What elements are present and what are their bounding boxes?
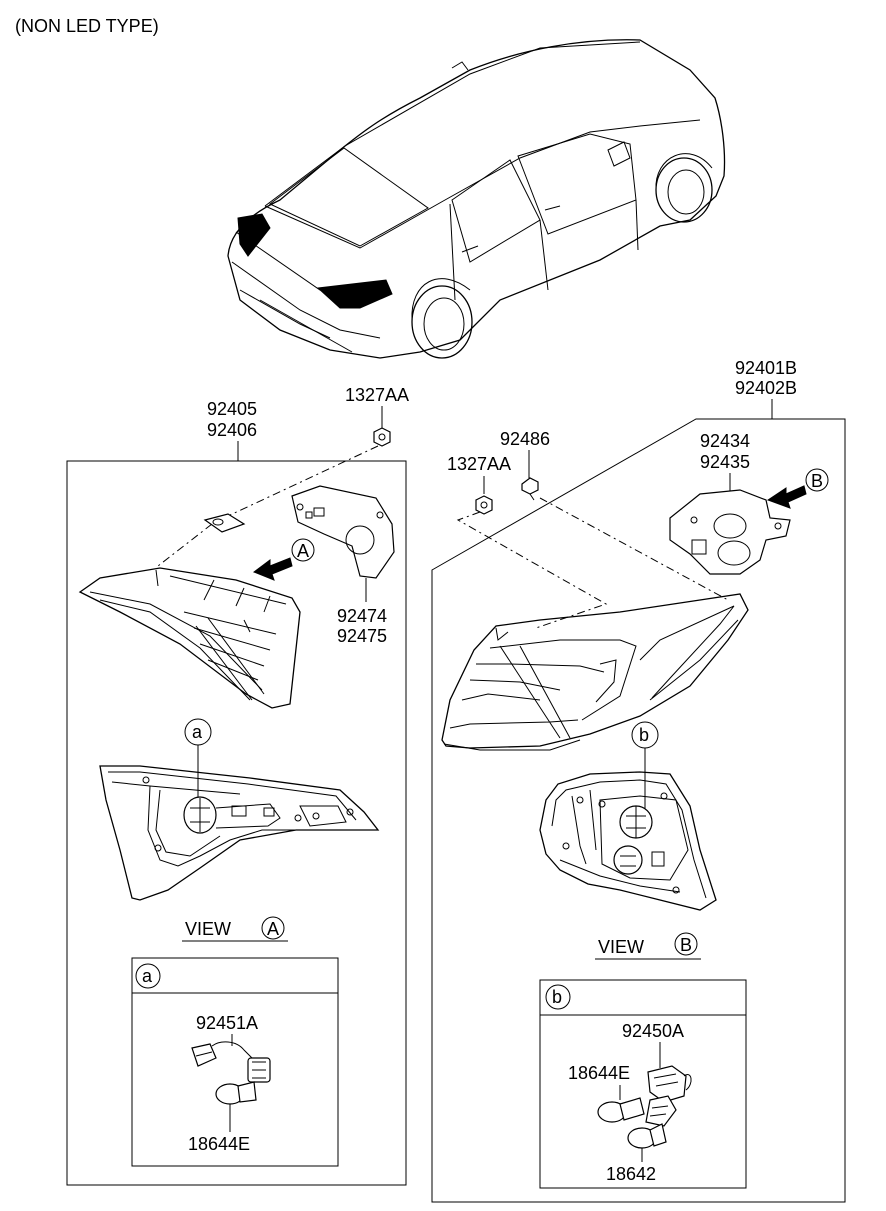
- left-detail-marker: a: [192, 722, 203, 742]
- right-assembly-frame: [431, 418, 846, 1203]
- left-view-marker: A: [267, 919, 279, 939]
- right-assembly-group: 92401B 92402B 92486 1327AA 92434 92435: [431, 358, 846, 1203]
- left-view-label: VIEW: [185, 919, 231, 939]
- right-bulb-2-icon: [627, 1123, 667, 1162]
- left-part-number-2: 92406: [207, 420, 257, 440]
- left-socket-icon: [191, 1041, 271, 1083]
- right-bulb-2-label: 18642: [606, 1164, 656, 1184]
- left-nut-icon: [373, 427, 391, 447]
- right-screw-icon: [521, 477, 539, 501]
- right-part-number-2: 92402B: [735, 378, 797, 398]
- right-detail-marker: b: [639, 725, 649, 745]
- left-gasket-icon: [291, 485, 395, 579]
- right-socket-icon: [645, 1065, 692, 1127]
- right-detail-box-marker-circle: [545, 984, 571, 1010]
- left-detail-box-marker-circle: [135, 963, 161, 989]
- right-bulb-1-label: 18644E: [568, 1063, 630, 1083]
- left-gasket-label-1: 92474: [337, 606, 387, 626]
- right-gasket-label-2: 92435: [700, 452, 750, 472]
- left-bulb-icon: [215, 1081, 257, 1132]
- left-lamp-back-view: [99, 765, 380, 901]
- left-assembly-group: 92405 92406 1327AA 92474 9: [66, 385, 409, 1186]
- diagram-title: (NON LED TYPE): [15, 16, 159, 36]
- left-inner-lamp-illustration: [78, 567, 301, 709]
- left-arrow-marker: A: [297, 541, 309, 561]
- left-detail-box-marker: a: [142, 966, 153, 986]
- left-arrow-marker-circle: [291, 538, 315, 562]
- left-bulb-label: 18644E: [188, 1134, 250, 1154]
- right-bulb-1-icon: [597, 1097, 645, 1123]
- right-view-marker-circle: [674, 932, 698, 956]
- right-arrow-marker-circle: [805, 468, 829, 492]
- right-nut-icon: [475, 495, 493, 515]
- right-nut-label: 1327AA: [447, 454, 511, 474]
- left-view-arrow-icon: [252, 557, 293, 581]
- right-gasket-label-1: 92434: [700, 431, 750, 451]
- left-detail-box: [131, 957, 339, 1167]
- car-illustration: [227, 39, 726, 359]
- left-view-marker-circle: [261, 916, 285, 940]
- left-part-number-1: 92405: [207, 399, 257, 419]
- left-gasket-label-2: 92475: [337, 626, 387, 646]
- right-view-label: VIEW: [598, 937, 644, 957]
- right-screw-label: 92486: [500, 429, 550, 449]
- right-detail-box-marker: b: [552, 987, 562, 1007]
- left-nut-label: 1327AA: [345, 385, 409, 405]
- left-assembly-frame: [66, 460, 407, 1186]
- right-arrow-marker: B: [811, 471, 823, 491]
- right-lamp-back-view: [539, 771, 717, 911]
- left-socket-label: 92451A: [196, 1013, 258, 1033]
- right-part-number-1: 92401B: [735, 358, 797, 378]
- right-view-arrow-icon: [766, 485, 807, 509]
- right-detail-box: [539, 979, 747, 1189]
- right-view-marker: B: [680, 935, 692, 955]
- right-gasket-icon: [669, 489, 791, 575]
- right-outer-lamp-illustration: [441, 593, 749, 751]
- right-socket-label: 92450A: [622, 1021, 684, 1041]
- left-grommet-icon: [203, 513, 246, 533]
